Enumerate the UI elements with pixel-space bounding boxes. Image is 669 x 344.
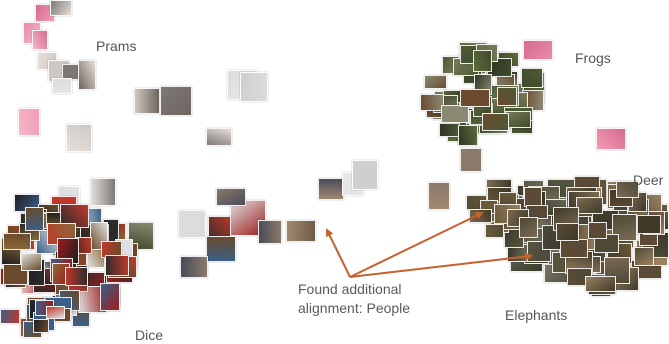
label-frogs: Frogs [575,50,611,66]
thumbnail-image [420,93,444,111]
thumbnail-image [637,214,661,235]
thumbnail-image [20,253,42,271]
thumbnail-image [134,88,160,114]
thumbnail-image [46,306,65,320]
thumbnail-image [616,180,639,198]
thumbnail-image [0,308,20,325]
thumbnail-image [2,233,31,250]
thumbnail-image [206,128,232,146]
thumbnail-image [484,223,505,239]
thumbnail-image [90,178,116,206]
thumbnail-image [99,283,121,311]
thumbnail-image [33,318,49,334]
thumbnail-image [576,197,604,214]
thumbnail-image [482,113,509,132]
thumbnail-image [473,50,492,72]
thumbnail-image [65,267,89,287]
thumbnail-image [556,222,580,241]
thumbnail-image [523,40,553,60]
label-prams: Prams [96,38,137,54]
thumbnail-image [460,88,490,107]
thumbnail-image [496,86,518,107]
thumbnail-image [78,60,96,90]
thumbnail-image [258,220,282,244]
thumbnail-image [180,256,208,278]
thumbnail-image [24,207,44,232]
thumbnail-image [596,128,626,150]
label-deer: Deer [633,172,664,188]
thumbnail-image [50,0,72,16]
annotation-found-alignment-people: Found additional alignment: People [298,281,411,316]
thumbnail-image [524,186,543,207]
label-dice: Dice [135,327,164,343]
thumbnail-image [457,124,479,147]
label-elephants: Elephants [505,307,568,323]
thumbnail-image [460,148,482,172]
thumbnail-image [423,75,447,90]
thumbnail-image [18,108,40,136]
thumbnail-image [52,78,72,94]
thumbnail-image [428,182,450,210]
thumbnail-image [318,178,344,200]
thumbnail-image [178,210,206,238]
thumbnail-image [441,104,469,124]
thumbnail-image [206,236,236,262]
thumbnail-image [560,239,588,259]
thumbnail-image [286,220,316,242]
thumbnail-image [588,222,608,239]
thumbnail-image [216,188,246,206]
thumbnail-image [352,160,378,190]
thumbnail-image [468,209,493,224]
thumbnail-image [521,67,543,88]
thumbnail-image [160,86,192,116]
thumbnail-image [240,72,268,102]
thumbnail-image [66,124,92,152]
thumbnail-image [585,275,616,293]
thumbnail-image [32,30,48,50]
thumbnail-image [519,217,538,238]
thumbnail-image [633,246,654,267]
thumbnail-image [105,254,130,276]
